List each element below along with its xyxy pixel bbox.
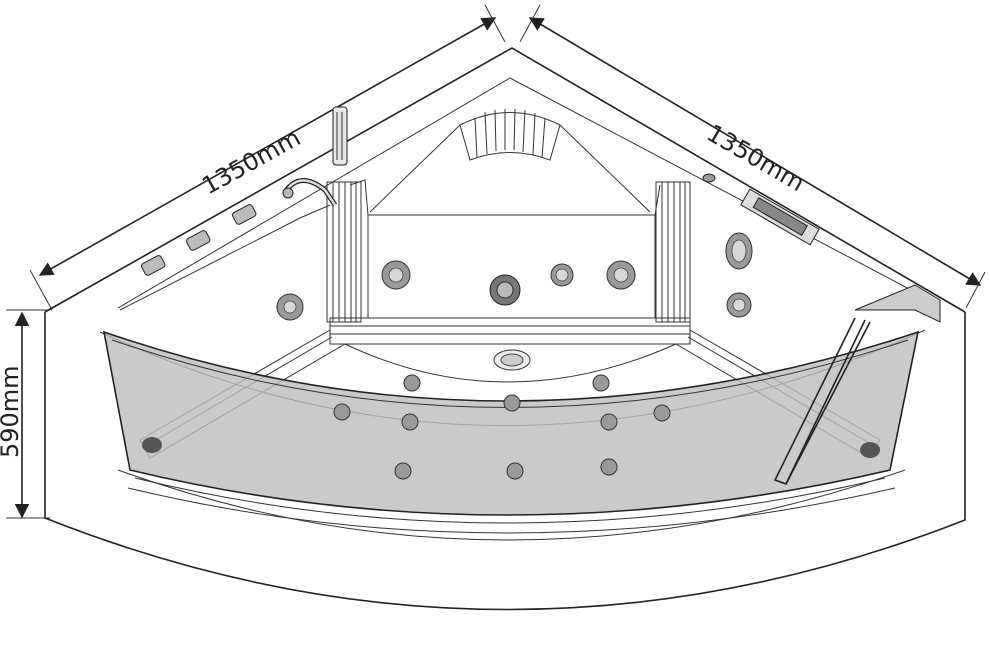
jet-icon [550, 263, 574, 287]
overflow-icon [493, 349, 531, 371]
control-panel-icon [740, 188, 820, 246]
floor-jet [394, 462, 412, 480]
hand-shower-icon [332, 106, 348, 166]
rim-controls-right [702, 173, 941, 485]
floor-jet [506, 462, 524, 480]
button-icon [702, 173, 716, 183]
dimension-label-height: 590mm [0, 365, 24, 458]
floor-jet [403, 374, 421, 392]
floor-jet [653, 404, 671, 422]
jet-icon [606, 260, 636, 290]
dimension-label-right: 1350mm [702, 119, 809, 197]
floor-jet [600, 458, 618, 476]
headrest-icon [474, 108, 546, 159]
floor-jet [592, 374, 610, 392]
floor-jet [503, 394, 521, 412]
dimension-right-width: 1350mm [519, 4, 986, 309]
floor-jet [333, 403, 351, 421]
jet-icon [276, 293, 304, 321]
jet-icon [725, 232, 753, 270]
control-knob-icon [141, 255, 166, 276]
left-ribbed-column [326, 181, 362, 323]
shower-holder-icon [773, 284, 941, 485]
floor-jet [600, 413, 618, 431]
control-knob-icon [186, 230, 211, 251]
jet-icon [381, 260, 411, 290]
rim-controls-left [141, 106, 348, 276]
dimension-height: 590mm [0, 309, 50, 519]
right-ribbed-column [655, 181, 691, 323]
dimension-left-width: 1350mm [29, 4, 506, 311]
drain-icon [489, 274, 521, 306]
floor-jet [401, 413, 419, 431]
glass-panel-fill [102, 330, 920, 516]
massage-jets [276, 232, 753, 480]
control-knob-icon [232, 204, 257, 225]
glass-front-panel [102, 330, 920, 534]
faucet-icon [282, 178, 338, 207]
jet-icon [726, 292, 752, 318]
